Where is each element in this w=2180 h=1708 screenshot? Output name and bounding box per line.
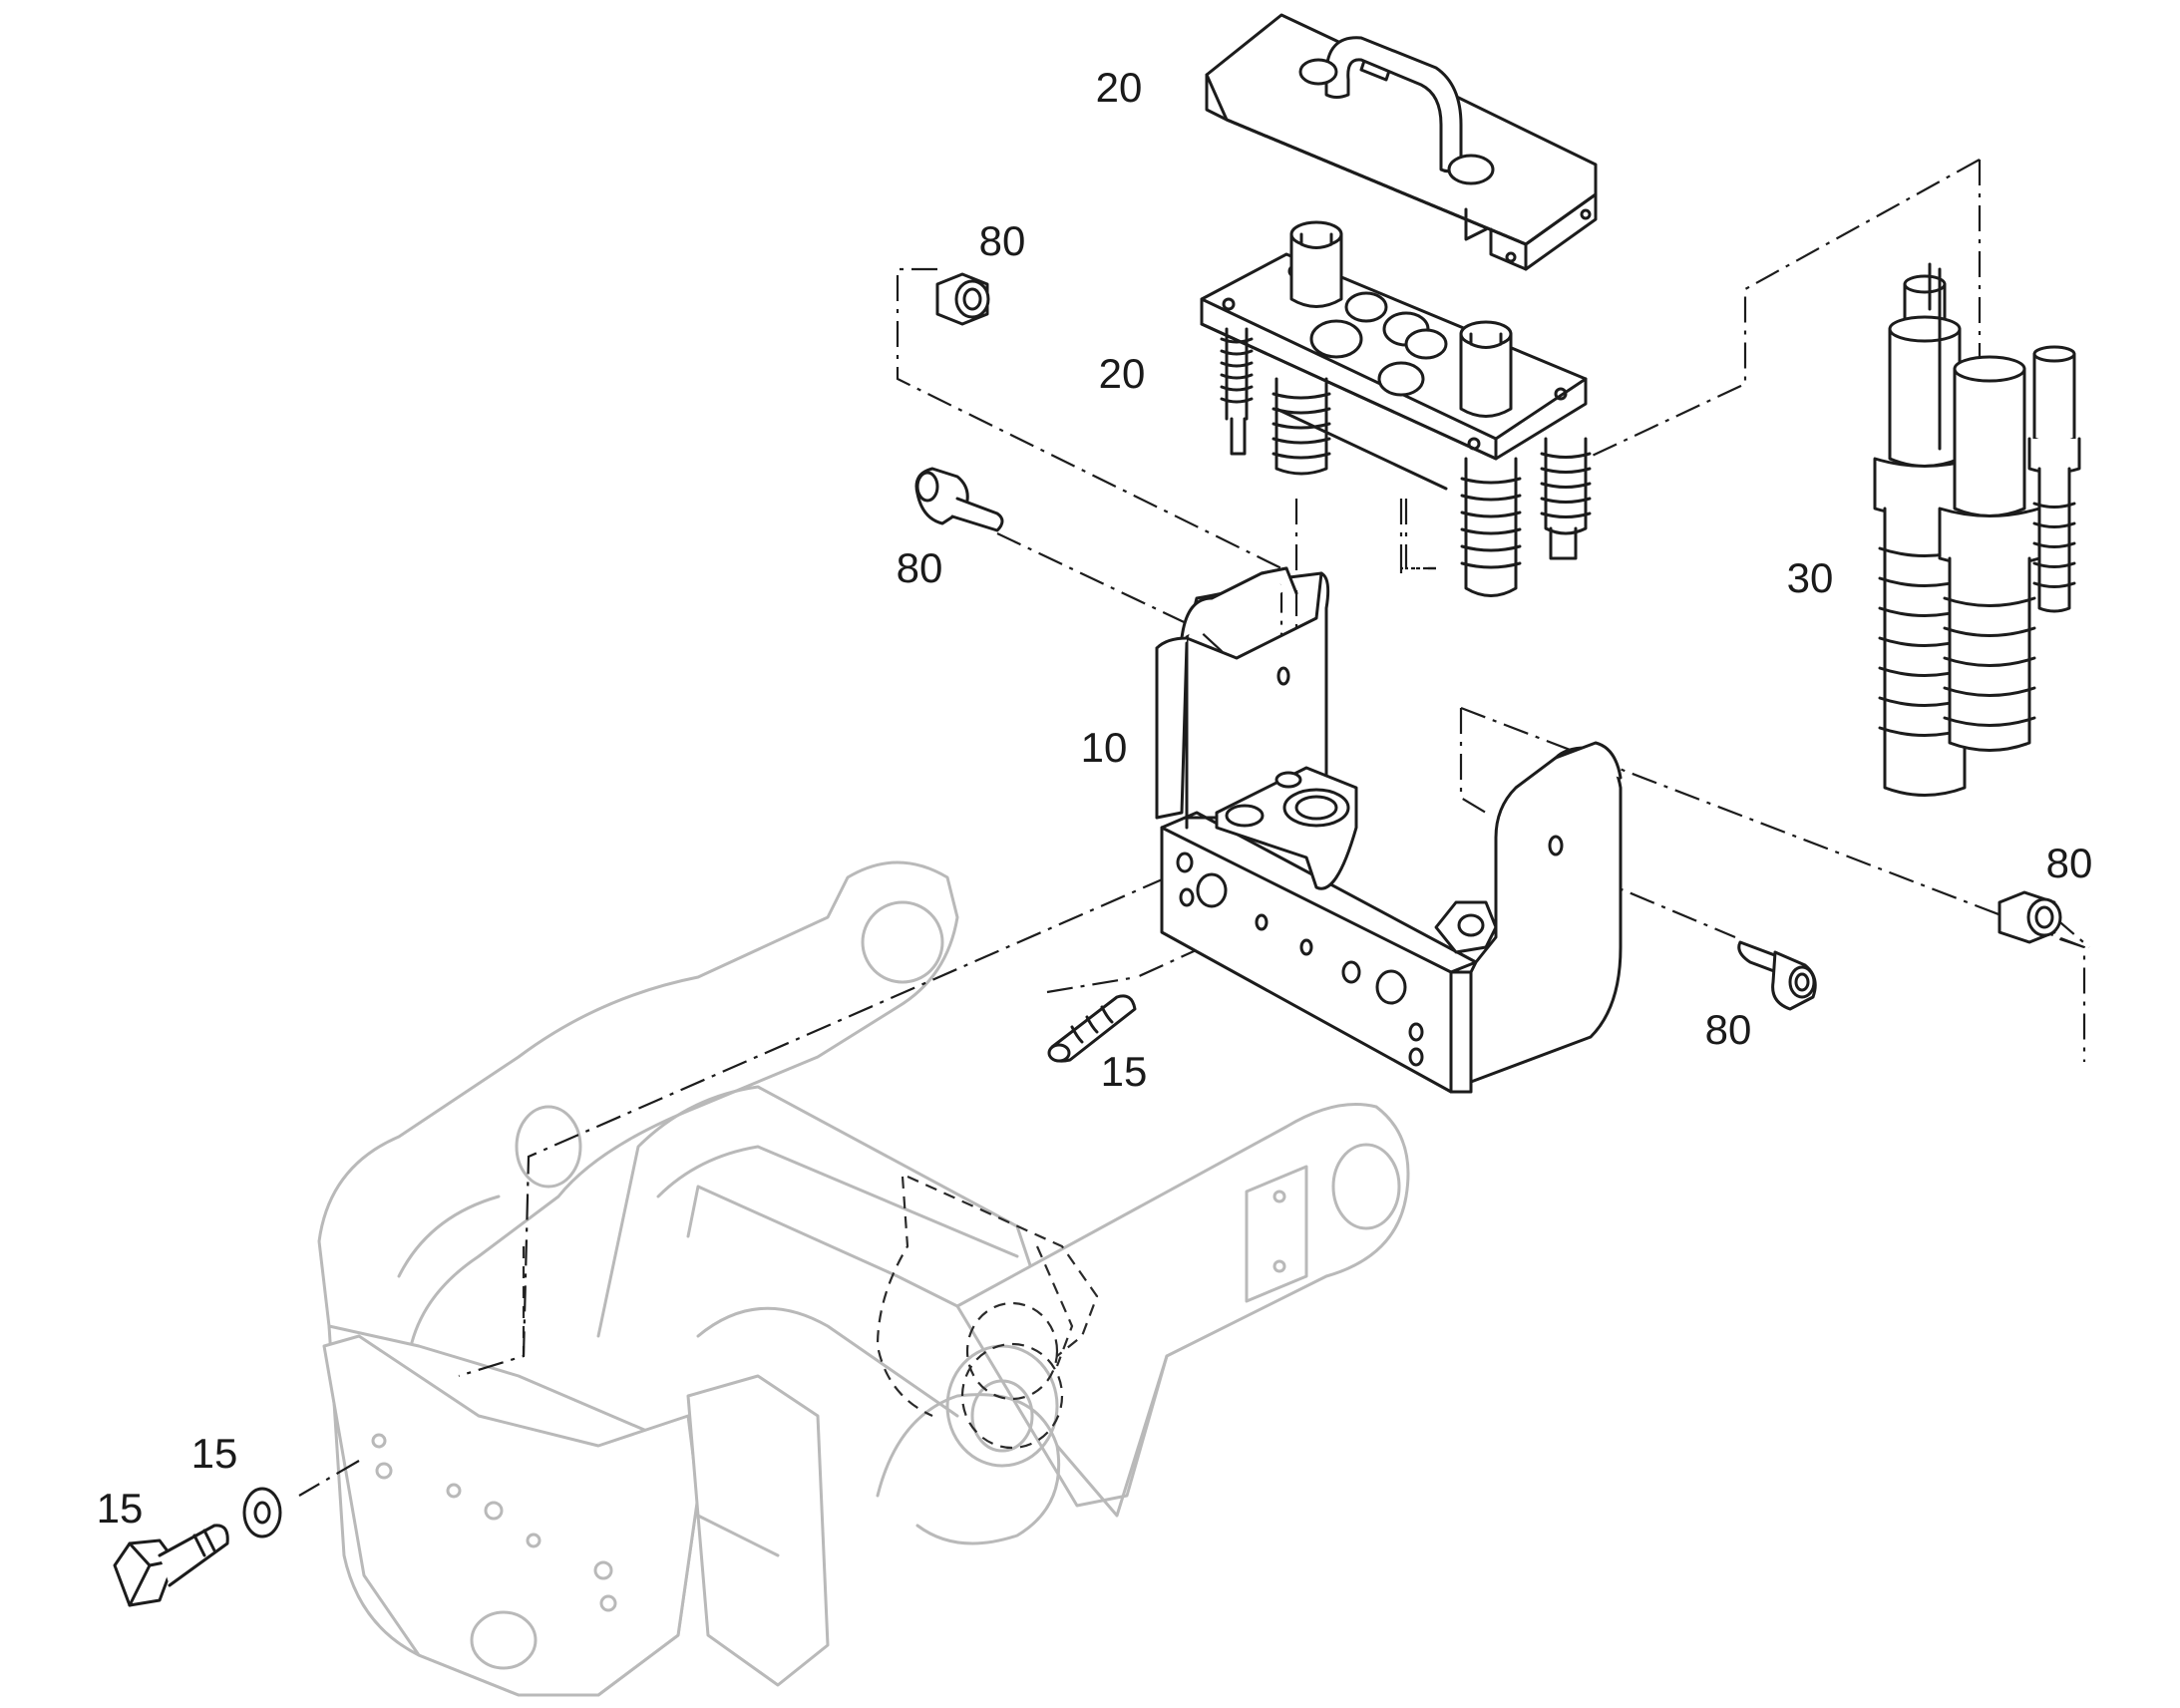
callout-80-bushing-right: 80	[2045, 840, 2093, 886]
part-80-screw-right	[1737, 940, 1817, 1011]
callout-20-coupler-block: 20	[1098, 350, 1146, 397]
part-30-hoses	[1873, 262, 2081, 797]
callout-15-washer: 15	[190, 1430, 238, 1477]
part-15-pin	[1047, 994, 1137, 1063]
bucket-frame	[317, 860, 1410, 1697]
part-80-screw-left	[914, 467, 1004, 532]
part-80-bushing-top	[935, 272, 990, 326]
part-15-washer	[242, 1487, 282, 1538]
callout-20-cover-plate: 20	[1095, 64, 1143, 111]
callout-10-bracket: 10	[1080, 724, 1128, 771]
part-80-bushing-right	[1998, 890, 2062, 944]
callout-80-screw-left: 80	[896, 544, 943, 591]
part-20-coupler-block	[1200, 220, 1592, 597]
callout-80-screw-right: 80	[1704, 1006, 1752, 1053]
callout-15-pin: 15	[1100, 1048, 1148, 1095]
part-15-bolt	[113, 1524, 229, 1607]
part-20-cover-plate	[1205, 13, 1598, 271]
callout-80-bushing-top: 80	[978, 217, 1026, 264]
part-10-bracket	[1155, 566, 1623, 1094]
callout-15-bolt: 15	[96, 1485, 144, 1532]
callout-30-hoses: 30	[1786, 554, 1834, 601]
